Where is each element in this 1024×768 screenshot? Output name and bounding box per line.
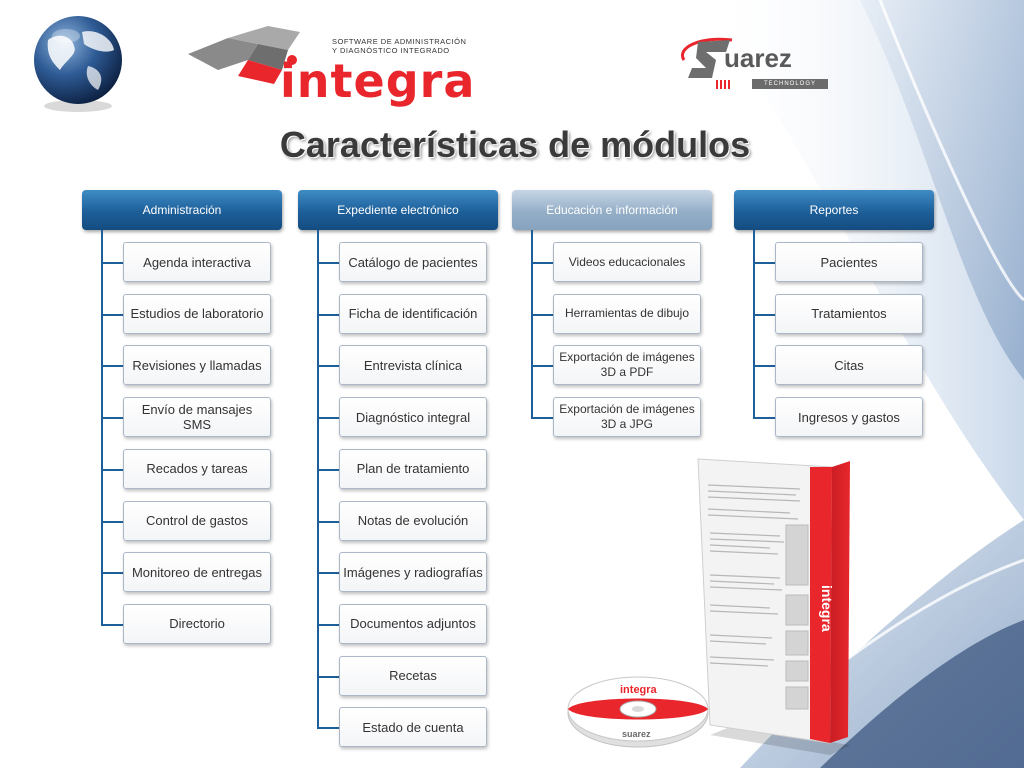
module-item: Citas xyxy=(775,345,923,386)
cd-label-text: integra xyxy=(620,684,658,696)
module-item: Plan de tratamiento xyxy=(339,448,487,489)
module-item: Recetas xyxy=(339,655,487,696)
connector-branch xyxy=(753,313,775,316)
connector-branch xyxy=(101,313,123,316)
connector-branch xyxy=(317,313,339,316)
connector-line xyxy=(531,230,533,420)
connector-branch xyxy=(101,468,123,471)
product-box-image: integra integra suarez xyxy=(567,458,850,755)
module-item: Recados y tareas xyxy=(123,448,271,489)
column-header: Educación e información xyxy=(512,190,712,230)
connector-branch xyxy=(101,520,123,523)
integra-logo: SOFTWARE DE ADMINISTRACIÓN Y DIAGNÓSTICO… xyxy=(188,20,478,108)
module-item: Ficha de identificación xyxy=(339,293,487,334)
column-header: Reportes xyxy=(734,190,934,230)
integra-tagline: SOFTWARE DE ADMINISTRACIÓN Y DIAGNÓSTICO… xyxy=(332,37,466,55)
connector-branch xyxy=(753,417,775,420)
connector-branch xyxy=(101,365,123,368)
module-item: Agenda interactiva xyxy=(123,242,271,282)
suarez-logo: uarez TECHNOLOGY xyxy=(676,30,830,96)
connector-branch xyxy=(753,365,775,368)
connector-branch xyxy=(531,313,553,316)
connector-branch xyxy=(101,572,123,575)
suarez-s-icon xyxy=(681,37,733,89)
module-item: Directorio xyxy=(123,603,271,644)
box-spine-text: integra xyxy=(819,585,835,632)
connector-branch xyxy=(317,520,339,523)
module-item: Revisiones y llamadas xyxy=(123,345,271,386)
module-item: Envío de mansajes SMS xyxy=(123,397,271,438)
connector-branch xyxy=(317,262,339,264)
module-item: Pacientes xyxy=(775,242,923,282)
module-item: Exportación de imágenes 3D a JPG xyxy=(553,397,701,438)
connector-branch xyxy=(531,262,553,264)
connector-branch xyxy=(101,623,123,626)
connector-line xyxy=(317,230,319,730)
connector-branch xyxy=(317,727,339,730)
page-title: Características de módulos xyxy=(279,124,751,165)
module-item: Monitoreo de entregas xyxy=(123,552,271,593)
connector-branch xyxy=(531,417,553,420)
integra-wordmark: integra xyxy=(280,54,476,108)
tagline-line-1: SOFTWARE DE ADMINISTRACIÓN xyxy=(332,37,467,46)
suarez-subtitle: TECHNOLOGY xyxy=(752,79,828,89)
module-item: Entrevista clínica xyxy=(339,345,487,386)
module-item: Diagnóstico integral xyxy=(339,397,487,438)
column-header: Administración xyxy=(82,190,282,230)
module-item: Estudios de laboratorio xyxy=(123,293,271,334)
connector-branch xyxy=(317,623,339,626)
module-item: Imágenes y radiografías xyxy=(339,552,487,593)
module-item: Tratamientos xyxy=(775,293,923,334)
module-item: Herramientas de dibujo xyxy=(553,293,701,334)
module-item: Exportación de imágenes 3D a PDF xyxy=(553,345,701,386)
puzzle-logo-icon xyxy=(188,26,300,84)
connector-line xyxy=(753,230,755,420)
connector-branch xyxy=(531,365,553,368)
module-item: Catálogo de pacientes xyxy=(339,242,487,282)
connector-branch xyxy=(753,262,775,264)
module-item: Documentos adjuntos xyxy=(339,603,487,644)
column-header: Expediente electrónico xyxy=(298,190,498,230)
connector-branch xyxy=(317,675,339,678)
connector-branch xyxy=(317,417,339,420)
connector-branch xyxy=(317,468,339,471)
connector-branch xyxy=(317,365,339,368)
globe-icon xyxy=(34,16,122,112)
module-item: Notas de evolución xyxy=(339,500,487,541)
module-item: Control de gastos xyxy=(123,500,271,541)
module-item: Estado de cuenta xyxy=(339,707,487,748)
connector-line xyxy=(101,230,103,626)
connector-branch xyxy=(317,572,339,575)
cd-brand-text: suarez xyxy=(622,729,651,739)
tagline-line-2: Y DIAGNÓSTICO INTEGRADO xyxy=(332,46,450,55)
module-item: Ingresos y gastos xyxy=(775,397,923,438)
connector-branch xyxy=(101,417,123,420)
suarez-wordmark: uarez xyxy=(724,43,792,73)
connector-branch xyxy=(101,262,123,264)
module-item: Videos educacionales xyxy=(553,242,701,282)
